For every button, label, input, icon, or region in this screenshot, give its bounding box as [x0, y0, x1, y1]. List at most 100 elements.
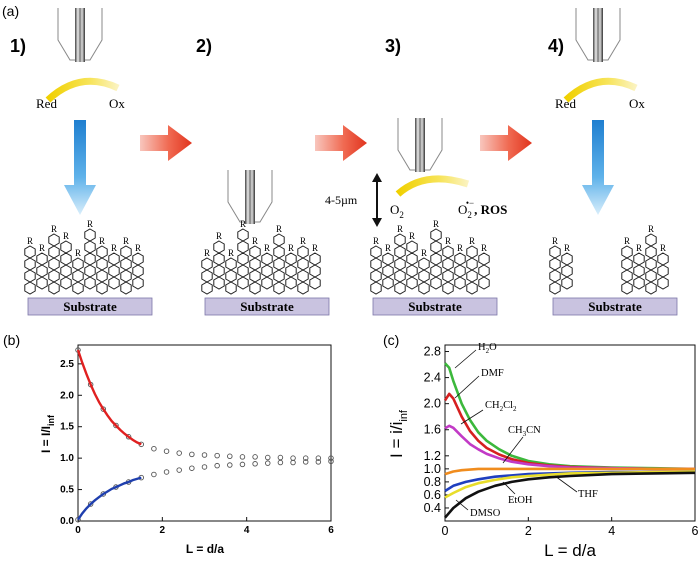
benzene-ring [309, 264, 321, 278]
benzene-ring [60, 252, 72, 266]
benzene-ring [621, 245, 633, 259]
annotation-ch2cl2: CH2Cl2 [485, 400, 517, 413]
benzene-ring [297, 281, 309, 295]
chart-b-data-point [328, 458, 334, 465]
benzene-ring [297, 245, 309, 259]
benzene-ring [418, 269, 430, 283]
chart-b-data-point [277, 454, 284, 461]
chart-b-data-point [189, 465, 195, 471]
benzene-ring [24, 257, 36, 271]
benzene-ring [96, 245, 108, 259]
chart-b-data-point [75, 516, 81, 523]
benzene-ring [84, 276, 96, 290]
benzene-ring [72, 269, 84, 283]
benzene-ring [370, 281, 382, 295]
chart-b-data-point [113, 422, 119, 429]
blue-arrow-step1 [64, 120, 96, 215]
chart-b-xtick-label: 2 [160, 525, 166, 536]
label-o2: O2 [390, 202, 404, 220]
r-group-label: R [135, 243, 141, 253]
substrate-step3: Substrate [372, 297, 498, 316]
yellow-arrow-step4 [563, 77, 638, 103]
substrate-step4: Substrate [552, 297, 678, 316]
benzene-ring [237, 252, 249, 266]
r-group-label: R [564, 243, 570, 253]
benzene-ring [84, 228, 96, 242]
benzene-ring [108, 276, 120, 290]
benzene-ring [466, 269, 478, 283]
benzene-ring [273, 269, 285, 283]
benzene-ring [633, 264, 645, 278]
benzene-ring [213, 252, 225, 266]
benzene-ring [645, 257, 657, 271]
r-group-label: R [648, 224, 654, 234]
r-group-label: R [63, 231, 69, 241]
benzene-ring [394, 233, 406, 247]
benzene-ring [633, 276, 645, 290]
benzene-ring [657, 276, 669, 290]
benzene-ring [48, 269, 60, 283]
benzene-ring [108, 252, 120, 266]
chart-b-data-point [163, 448, 170, 454]
chart-b-data-point [151, 445, 157, 452]
r-group-label: R [123, 236, 129, 246]
benzene-ring [225, 269, 237, 283]
benzene-ring [24, 281, 36, 295]
benzene-ring [120, 257, 132, 271]
benzene-ring [249, 257, 261, 271]
chart-b-data-point [214, 462, 220, 469]
chart-c-series-line [444, 471, 696, 519]
yellow-arrow-step1 [45, 77, 120, 103]
chart-c-xtick-label: 0 [442, 524, 449, 538]
chart-b-ytick-label: 1.0 [60, 453, 74, 464]
chart-b-xtick-label: 4 [244, 525, 250, 536]
benzene-ring [84, 252, 96, 266]
benzene-ring [120, 281, 132, 295]
benzene-ring [285, 276, 297, 290]
benzene-ring [84, 240, 96, 254]
chart-b-data-point [151, 471, 157, 478]
r-group-label: R [264, 243, 270, 253]
benzene-ring [478, 264, 490, 278]
annotation-dmso-pointer [455, 499, 469, 511]
benzene-ring [442, 269, 454, 283]
r-group-label: R [111, 243, 117, 253]
chart-b-xtick-label: 0 [75, 525, 81, 536]
benzene-ring [36, 264, 48, 278]
benzene-ring [549, 269, 561, 283]
red-arrow-1-2 [140, 125, 192, 161]
r-group-label: R [75, 248, 81, 258]
chart-b-data-point [302, 459, 309, 465]
annotation-thf-pointer [554, 475, 578, 493]
benzene-ring [549, 257, 561, 271]
chart-c-ytick-label: 2.0 [424, 397, 441, 411]
benzene-ring [48, 245, 60, 259]
svg-text:Substrate: Substrate [408, 299, 462, 314]
benzene-ring [657, 252, 669, 266]
chart-c-ytick-label: 1.6 [424, 423, 441, 437]
label-ox-step4: Ox [629, 96, 645, 111]
chart-c-ytick-label: 2.4 [424, 371, 441, 385]
benzene-ring [249, 245, 261, 259]
benzene-ring [394, 257, 406, 271]
chart-b-data-point [315, 459, 322, 465]
r-group-label: R [469, 236, 475, 246]
chart-b-xlabel: L = d/a [186, 542, 224, 556]
r-group-label: R [228, 248, 234, 258]
benzene-ring [621, 257, 633, 271]
benzene-ring [213, 240, 225, 254]
benzene-ring [132, 276, 144, 290]
benzene-ring [382, 252, 394, 266]
benzene-ring [309, 276, 321, 290]
step-2-label: 2) [196, 36, 212, 56]
substrate-step1: Substrate [27, 297, 153, 316]
label-red-step4: Red [555, 96, 576, 111]
benzene-ring [132, 252, 144, 266]
r-group-label: R [421, 248, 427, 258]
distance-arrowhead-up [372, 173, 382, 182]
benzene-ring [213, 264, 225, 278]
chart-b-data-point [87, 501, 94, 507]
chart-c-series-line [444, 467, 695, 476]
